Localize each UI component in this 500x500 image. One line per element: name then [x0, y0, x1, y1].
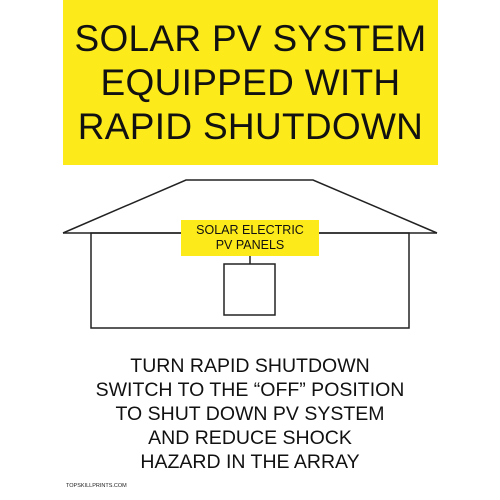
sign-header-banner: SOLAR PV SYSTEM EQUIPPED WITH RAPID SHUT… [63, 0, 438, 165]
footer-website: TOPSKILLPRINTS.COM [66, 483, 127, 489]
pv-panels-label: SOLAR ELECTRIC PV PANELS [181, 220, 319, 256]
instruction-line-5: HAZARD IN THE ARRAY [140, 451, 360, 473]
pv-panels-label-line-1: SOLAR ELECTRIC [196, 223, 304, 237]
header-line-3: RAPID SHUTDOWN [77, 105, 424, 147]
instruction-line-4: AND REDUCE SHOCK [148, 427, 352, 449]
shutdown-instructions: TURN RAPID SHUTDOWN SWITCH TO THE “OFF” … [50, 354, 450, 474]
instruction-line-1: TURN RAPID SHUTDOWN [130, 355, 370, 377]
header-line-1: SOLAR PV SYSTEM [74, 17, 427, 59]
header-line-2: EQUIPPED WITH [100, 61, 401, 103]
instruction-line-3: TO SHUT DOWN PV SYSTEM [115, 403, 385, 425]
instruction-line-2: SWITCH TO THE “OFF” POSITION [95, 379, 405, 401]
house-roof [62, 179, 438, 234]
rapid-shutdown-switch-box [223, 263, 276, 316]
pv-panels-label-line-2: PV PANELS [215, 238, 285, 252]
